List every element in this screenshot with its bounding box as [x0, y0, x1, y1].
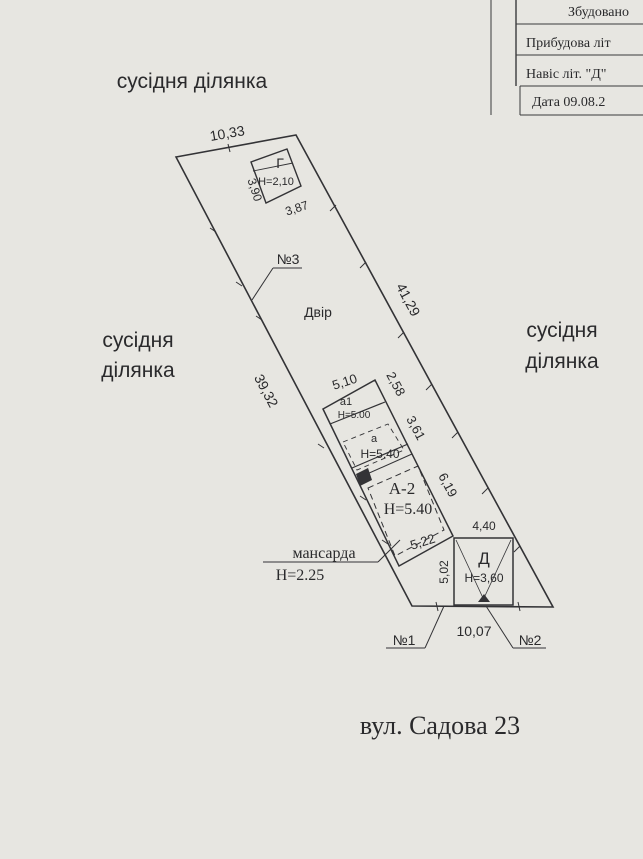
point-3-label: №3: [277, 251, 300, 267]
legend-row-built: Збудовано: [568, 5, 629, 20]
house-divider-a1: [329, 401, 386, 425]
entrance-marker: [356, 468, 372, 486]
building-a2-height: Н=5.40: [384, 501, 433, 518]
dim-d-width: 4,40: [472, 519, 496, 533]
dim-g-bottom: 3,87: [283, 198, 310, 219]
building-d-outline: [453, 537, 514, 606]
building-g-height: Н=2,10: [258, 176, 294, 188]
neighbor-top-label: сусідня ділянка: [117, 70, 268, 93]
neighbor-right-label-2: ділянка: [525, 350, 599, 373]
building-d-height: Н=3,60: [464, 571, 503, 585]
building-a-height: Н=5.40: [360, 447, 399, 461]
legend-table: [490, 0, 643, 116]
house-divider-a: [351, 443, 409, 469]
dim-d-depth: 5,02: [437, 560, 451, 584]
dim-g-left: 3,90: [245, 176, 266, 203]
dim-a2-width: 5,22: [408, 531, 437, 553]
point-1-label: №1: [393, 632, 416, 648]
plot-boundary: [174, 134, 555, 608]
dim-a1-width: 5,10: [330, 371, 359, 393]
building-g-divider: [252, 162, 294, 172]
point-2-label: №2: [519, 632, 542, 648]
main-house-outline: [322, 378, 454, 568]
building-d-diagonal-1: [455, 539, 484, 599]
building-d-label: Д: [478, 549, 490, 568]
mansard-label: мансарда: [292, 545, 355, 562]
building-a1-height: Н=5.00: [338, 410, 371, 421]
building-a-label: а: [371, 433, 378, 445]
neighbor-left-label-2: ділянка: [101, 359, 175, 382]
dim-bottom: 10,07: [456, 623, 491, 639]
yard-label: Двір: [304, 304, 332, 320]
mansard-height: Н=2.25: [276, 567, 325, 584]
building-a2-label: А-2: [389, 479, 415, 498]
building-g-outline: [250, 148, 302, 204]
neighbor-right-label-1: сусідня: [526, 319, 597, 342]
building-a1-label: а1: [340, 396, 352, 408]
dim-top: 10,33: [208, 122, 245, 144]
building-d-diagonal-2: [483, 539, 512, 599]
neighbor-left-label-1: сусідня: [102, 329, 173, 352]
legend-row-date: Дата 09.08.2: [532, 95, 605, 110]
legend-row-canopy: Навіс літ. "Д": [526, 67, 606, 82]
mansard-outline: [367, 465, 445, 557]
legend-row-extension: Прибудова літ: [526, 36, 611, 51]
boundary-ticks: [209, 143, 521, 612]
building-g-label: Г: [276, 155, 284, 171]
building-d-marker: [478, 594, 490, 602]
street-label: вул. Садова 23: [360, 711, 520, 740]
leader-lines: [251, 267, 546, 649]
